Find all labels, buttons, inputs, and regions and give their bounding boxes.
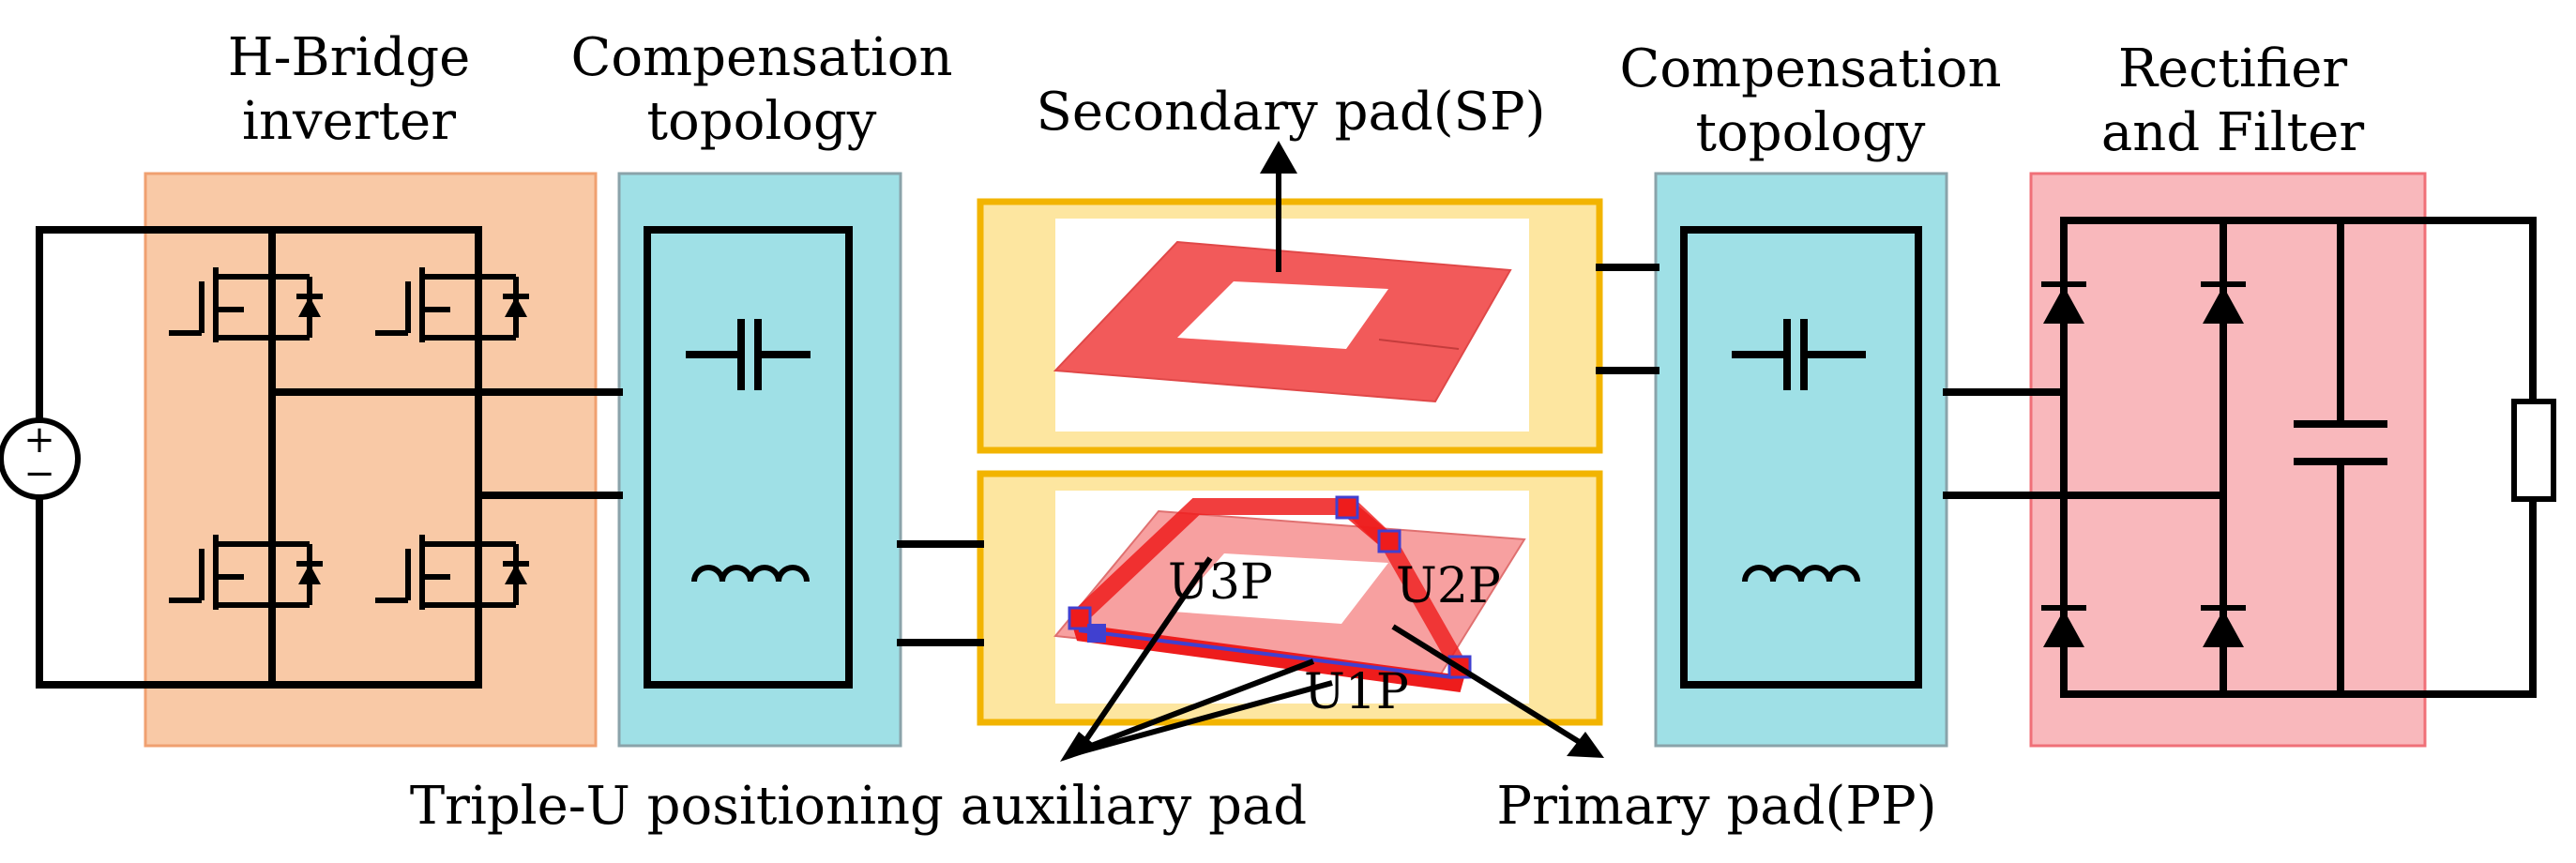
compensation-right-block bbox=[1654, 172, 1948, 748]
secondary-pad-arrow bbox=[1260, 141, 1297, 272]
rectifier-circuit bbox=[2041, 217, 2556, 698]
comp-right-title-line1: Compensation bbox=[1619, 38, 2001, 99]
secondary-pad-title: Secondary pad(SP) bbox=[1037, 82, 1546, 143]
source-plus-sign: + bbox=[23, 418, 55, 462]
triple-u-title: Triple-U positioning auxiliary pad bbox=[410, 776, 1307, 837]
comp-left-title-line2: topology bbox=[647, 91, 877, 152]
compensation-left-circuit bbox=[644, 226, 984, 689]
triple-u-pad bbox=[1068, 495, 1472, 692]
source-minus-sign: − bbox=[23, 452, 55, 495]
u3p-label: U3P bbox=[1168, 554, 1273, 611]
rectifier-title-line1: Rectifier bbox=[2118, 38, 2348, 99]
diode-d4 bbox=[2203, 610, 2244, 647]
comp-left-title-line1: Compensation bbox=[570, 27, 952, 88]
u1p-label: U1P bbox=[1304, 664, 1409, 720]
primary-pad-arrow bbox=[1391, 624, 1604, 758]
secondary-coil bbox=[1053, 240, 1512, 403]
rectifier-title-line2: and Filter bbox=[2101, 102, 2364, 163]
triple-u-arrows bbox=[1060, 556, 1333, 762]
switch-q4 bbox=[375, 535, 529, 610]
comp-right-title-line2: topology bbox=[1696, 102, 1926, 163]
diode-d3 bbox=[2043, 610, 2084, 647]
hbridge-title-line1: H-Bridge bbox=[228, 27, 470, 88]
compensation-right-circuit bbox=[1596, 226, 2227, 689]
diode-d2 bbox=[2203, 286, 2244, 324]
switch-q2 bbox=[375, 267, 529, 342]
hbridge-wiring bbox=[268, 226, 623, 689]
switch-q3 bbox=[169, 535, 323, 610]
hbridge-block bbox=[144, 172, 598, 748]
hbridge-title-line2: inverter bbox=[242, 91, 456, 152]
primary-pad-title: Primary pad(PP) bbox=[1496, 776, 1936, 837]
u2p-label: U2P bbox=[1396, 558, 1501, 614]
diode-d1 bbox=[2043, 286, 2084, 324]
dc-source: + − bbox=[0, 226, 482, 689]
compensation-left-block bbox=[617, 172, 902, 748]
switch-q1 bbox=[169, 267, 323, 342]
load-resistor bbox=[2511, 399, 2556, 502]
